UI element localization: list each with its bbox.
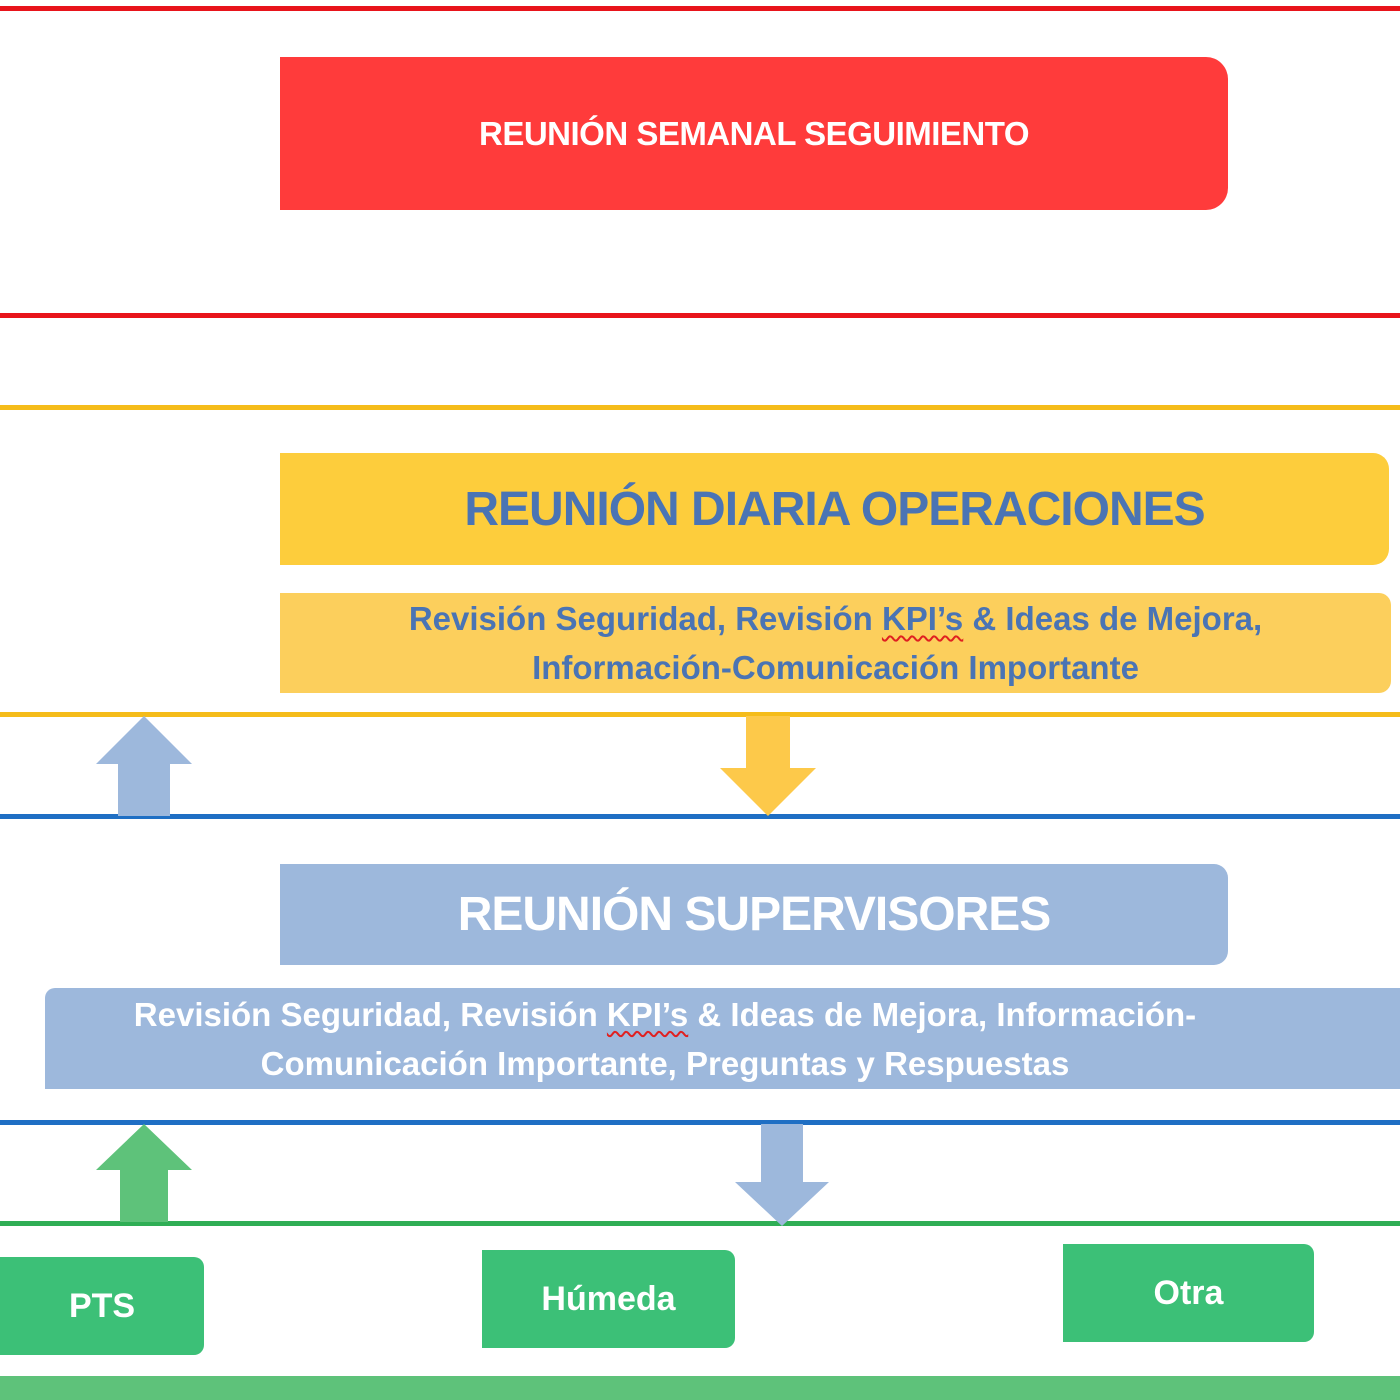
area-label-humeda: Húmeda	[541, 1279, 676, 1318]
daily-detail-line-1: Revisión Seguridad, Revisión KPI’s & Ide…	[408, 600, 1263, 637]
up-arrow-blue	[96, 716, 192, 816]
up-arrow-green	[96, 1124, 192, 1222]
daily-detail-line-2: Información-Comunicación Importante	[532, 649, 1139, 686]
daily-meeting-box: REUNIÓN DIARIA OPERACIONES	[280, 453, 1389, 565]
daily-bottom-line	[0, 712, 1400, 717]
supervisors-bottom-line	[0, 1120, 1400, 1125]
area-box-pts: PTS	[0, 1257, 204, 1355]
daily-kpi-word: KPI’s	[881, 600, 964, 637]
supervisors-kpi-word: KPI’s	[606, 995, 689, 1033]
supervisors-meeting-box: REUNIÓN SUPERVISORES	[280, 864, 1228, 965]
weekly-meeting-box: REUNIÓN SEMANAL SEGUIMIENTO	[280, 57, 1228, 210]
daily-meeting-detail-box: Revisión Seguridad, Revisión KPI’s & Ide…	[280, 593, 1391, 693]
supervisors-meeting-title: REUNIÓN SUPERVISORES	[457, 888, 1052, 941]
area-label-otra: Otra	[1153, 1273, 1224, 1312]
weekly-meeting-title: REUNIÓN SEMANAL SEGUIMIENTO	[479, 114, 1030, 152]
down-arrow-yellow	[720, 716, 816, 816]
area-box-humeda: Húmeda	[482, 1250, 735, 1348]
area-box-otra: Otra	[1063, 1244, 1314, 1342]
area-label-pts: PTS	[68, 1286, 136, 1325]
weekly-bottom-line	[0, 313, 1400, 318]
supervisors-detail-line-1: Revisión Seguridad, Revisión KPI’s & Ide…	[133, 995, 1197, 1033]
areas-top-line	[0, 1221, 1400, 1226]
down-arrow-blue	[735, 1124, 829, 1226]
daily-meeting-title: REUNIÓN DIARIA OPERACIONES	[464, 482, 1205, 536]
supervisors-detail-line-2: Comunicación Importante, Preguntas y Res…	[260, 1044, 1070, 1082]
supervisors-detail-box: Revisión Seguridad, Revisión KPI’s & Ide…	[45, 988, 1400, 1089]
areas-bottom-band	[0, 1376, 1400, 1400]
weekly-top-line	[0, 6, 1400, 11]
daily-top-line	[0, 405, 1400, 410]
supervisors-top-line	[0, 814, 1400, 819]
